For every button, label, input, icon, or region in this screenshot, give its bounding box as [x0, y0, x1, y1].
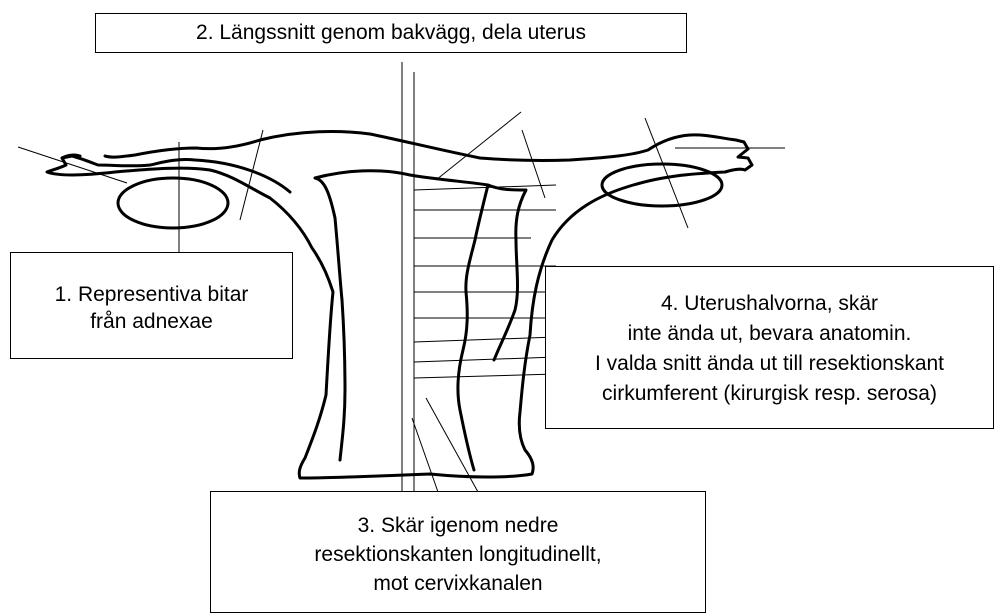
wall-cut-line	[522, 130, 545, 198]
step-2-label-box: 2. Längssnitt genom bakvägg, dela uterus	[95, 13, 687, 53]
left-adnexa-oval	[118, 178, 228, 228]
step-4-line: I valda snitt ända ut till resektionskan…	[546, 349, 993, 379]
step-3-label-box: 3. Skär igenom nedre resektionskanten lo…	[210, 491, 706, 613]
step-3-line: 3. Skär igenom nedre	[211, 511, 705, 540]
resection-edge-line	[426, 398, 478, 492]
step-3-line: resektionskanten longitudinellt,	[211, 540, 705, 569]
step-4-line: 4. Uterushalvorna, skär	[546, 289, 993, 319]
step-1-line: 1. Representiva bitar	[11, 281, 292, 308]
wall-cut-line	[436, 112, 521, 180]
wall-cut-line	[414, 357, 556, 362]
wall-cut-line	[414, 374, 556, 378]
step-1-line: från adnexae	[11, 308, 292, 335]
uterine-cavity	[315, 171, 526, 470]
step-4-line: inte ända ut, bevara anatomin.	[546, 319, 993, 349]
right-adnexa-oval	[602, 164, 722, 206]
resection-edge-line	[412, 418, 438, 492]
step-4-line: cirkumferent (kirurgisk resp. serosa)	[546, 379, 993, 409]
wall-cut-line	[414, 337, 556, 342]
step-1-label-box: 1. Representiva bitar från adnexae	[10, 252, 293, 359]
step-4-label-box: 4. Uterushalvorna, skär inte ända ut, be…	[545, 266, 994, 429]
adnexa-cut-line	[645, 118, 688, 228]
step-3-line: mot cervixkanalen	[211, 569, 705, 598]
step-2-line: 2. Längssnitt genom bakvägg, dela uterus	[96, 19, 686, 46]
